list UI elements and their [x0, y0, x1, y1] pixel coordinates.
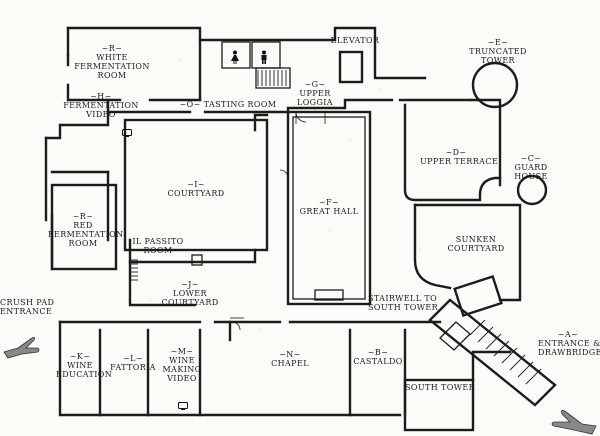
restroom-women-icon — [229, 50, 241, 64]
room-label-wine-education: ~K~ Wine Education — [56, 352, 113, 379]
room-label-stairwell: Stairwell to South Tower — [368, 294, 439, 312]
room-label-great-hall: ~F~ Great Hall — [299, 198, 359, 216]
entrance-ramp-steps — [469, 319, 542, 385]
restroom-men-icon — [258, 50, 270, 64]
room-label-il-passito: Il Passito Room — [132, 237, 184, 255]
room-label-south-tower: South Tower — [404, 383, 476, 392]
room-label-fermentation-video: ~H~ Fermentation Video — [63, 92, 139, 119]
pointing-hand-icon — [548, 396, 598, 436]
stairs-lower-courtyard — [130, 259, 138, 281]
room-label-lower-courtyard: ~J~ Lower Courtyard — [161, 280, 219, 307]
video-screen-icon — [122, 124, 132, 137]
room-label-truncated-tower: ~E~ Truncated Tower — [469, 38, 527, 65]
room-label-castaldo: ~B~ Castaldo — [353, 348, 403, 366]
room-label-fattoria: ~L~ Fattoria — [110, 354, 156, 372]
stairs-north — [257, 70, 287, 86]
room-label-white-fermentation: ~R~ White Fermentation Room — [74, 44, 150, 80]
room-label-entrance-drawbridge: ~A~ Entrance & Drawbridge — [538, 330, 600, 357]
pointing-hand-icon — [2, 320, 42, 360]
room-label-sunken-courtyard: Sunken Courtyard — [447, 235, 505, 253]
room-label-courtyard: ~I~ Courtyard — [167, 180, 225, 198]
room-label-elevator: Elevator — [330, 36, 380, 45]
room-label-upper-terrace: ~D~ Upper Terrace — [420, 148, 499, 166]
room-label-red-fermentation: ~R~ Red Fermentation Room — [48, 212, 124, 248]
room-label-chapel: ~N~ Chapel — [271, 350, 309, 368]
room-label-wine-making-video: ~M~ Wine Making Video — [162, 347, 202, 383]
room-label-guard-house: ~C~ Guard House — [514, 154, 548, 181]
video-screen-icon — [178, 397, 188, 410]
room-label-upper-loggia: ~G~ Upper Loggia — [297, 80, 333, 107]
room-label-tasting-room: ~O~ Tasting Room — [179, 100, 277, 109]
room-label-crush-pad: Crush Pad Entrance — [0, 298, 55, 316]
